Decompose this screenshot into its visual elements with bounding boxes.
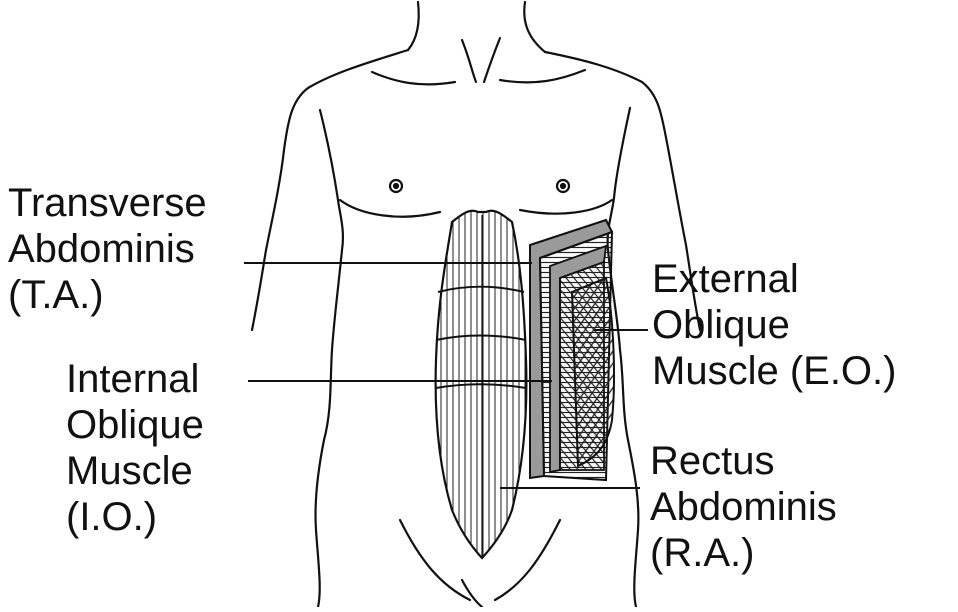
label-line: (T.A.) [8, 272, 207, 318]
oblique-layers [530, 220, 614, 480]
label-line: Internal [66, 356, 204, 402]
label-line: Muscle (E.O.) [652, 348, 896, 394]
label-internal-oblique: Internal Oblique Muscle (I.O.) [66, 356, 204, 540]
label-line: External [652, 256, 896, 302]
label-line: Oblique [652, 302, 896, 348]
label-line: Abdominis [8, 226, 207, 272]
label-transverse-abdominis: Transverse Abdominis (T.A.) [8, 180, 207, 318]
label-line: (I.O.) [66, 494, 204, 540]
label-line: Oblique [66, 402, 204, 448]
label-line: Rectus [650, 438, 837, 484]
label-external-oblique: External Oblique Muscle (E.O.) [652, 256, 896, 394]
label-line: (R.A.) [650, 530, 837, 576]
label-line: Muscle [66, 448, 204, 494]
label-rectus-abdominis: Rectus Abdominis (R.A.) [650, 438, 837, 576]
label-line: Transverse [8, 180, 207, 226]
label-line: Abdominis [650, 484, 837, 530]
